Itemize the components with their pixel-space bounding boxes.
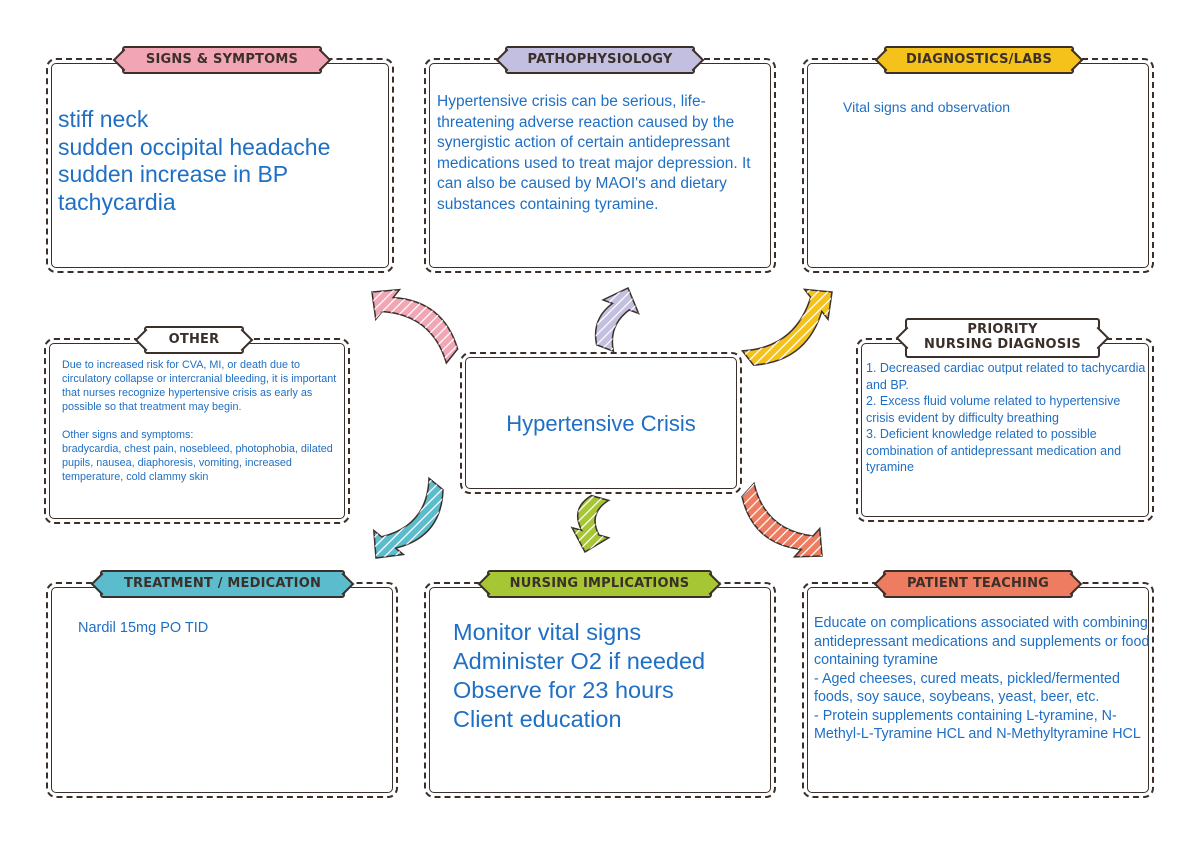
diagnostics-banner: DIAGNOSTICS/LABS	[884, 46, 1074, 74]
arrow-teaching-hatch	[742, 483, 822, 557]
priority-box	[856, 338, 1154, 522]
center-title: Hypertensive Crisis	[506, 411, 696, 436]
arrow-diag-hatch	[742, 289, 832, 366]
arrow-nursing-hatch	[572, 495, 609, 552]
diagnostics-box	[802, 58, 1154, 273]
pathophysiology-box	[424, 58, 776, 273]
other-banner: OTHER	[144, 326, 244, 354]
arrow-treatment-hatch	[373, 478, 443, 558]
center-box: Hypertensive Crisis	[460, 352, 742, 494]
teaching-box	[802, 582, 1154, 798]
other-text: Due to increased risk for CVA, MI, or de…	[62, 359, 337, 484]
arrow-signs	[371, 288, 459, 365]
teaching-text: Educate on complications associated with…	[814, 615, 1150, 743]
arrow-signs-hatch	[372, 289, 458, 364]
nursing-text: Monitor vital signs Administer O2 if nee…	[453, 619, 706, 732]
arrow-diag	[740, 288, 833, 366]
signs-symptoms-banner: SIGNS & SYMPTOMS	[122, 46, 322, 74]
pathophysiology-text: Hypertensive crisis can be serious, life…	[437, 93, 751, 214]
treatment-banner: TREATMENT / MEDICATION	[100, 570, 345, 598]
priority-banner: PRIORITY NURSING DIAGNOSIS	[905, 318, 1100, 358]
arrow-teaching	[741, 481, 823, 558]
nursing-box	[424, 582, 776, 798]
arrow-treatment	[372, 476, 444, 559]
nursing-banner: NURSING IMPLICATIONS	[487, 570, 712, 598]
arrow-nursing	[570, 494, 611, 554]
arrow-patho-hatch	[595, 288, 639, 352]
diagnostics-text: Vital signs and observation	[843, 99, 1011, 115]
signs-symptoms-text: stiff neck sudden occipital headache sud…	[58, 106, 331, 215]
arrow-patho	[594, 286, 640, 353]
pathophysiology-banner: PATHOPHYSIOLOGY	[505, 46, 695, 74]
treatment-text: Nardil 15mg PO TID	[78, 620, 209, 636]
treatment-box	[46, 582, 398, 798]
other-box	[44, 338, 350, 524]
teaching-banner: PATIENT TEACHING	[883, 570, 1073, 598]
priority-text: 1. Decreased cardiac output related to t…	[866, 361, 1146, 474]
